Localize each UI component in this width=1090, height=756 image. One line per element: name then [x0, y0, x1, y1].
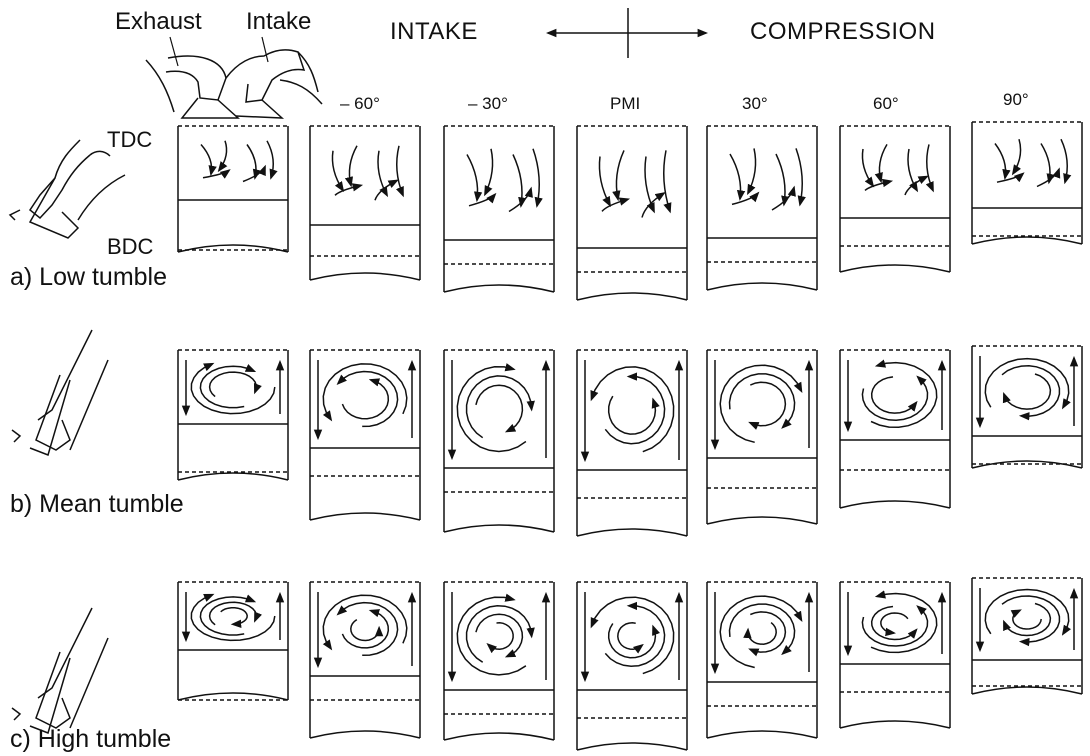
cylinder-low-4 — [707, 126, 817, 290]
cylinder-high-1 — [310, 582, 420, 738]
cylinder-low-5 — [840, 126, 950, 272]
cylinder-low-3 — [577, 126, 687, 300]
cylinder-head-icon — [146, 50, 322, 118]
cylinder-low-2 — [444, 126, 554, 292]
cylinder-mean-5 — [840, 350, 950, 508]
cylinder-high-5 — [840, 582, 950, 728]
cylinder-high-2 — [444, 582, 554, 740]
cylinder-low-6 — [972, 122, 1082, 244]
cylinder-high-6 — [972, 578, 1082, 694]
cylinder-high-4 — [707, 582, 817, 738]
cylinder-low-1 — [310, 126, 420, 280]
intake-valve-icon-row-b — [12, 330, 108, 455]
intake-valve-icon-row-c — [12, 608, 108, 733]
cylinder-low-0 — [178, 126, 288, 252]
cylinder-mean-6 — [972, 346, 1082, 468]
cylinder-mean-4 — [707, 350, 817, 524]
cylinder-high-3 — [577, 582, 687, 750]
cylinder-mean-1 — [310, 350, 420, 520]
cylinder-mean-3 — [577, 350, 687, 536]
cylinder-high-0 — [178, 582, 288, 700]
phase-divider-arrow — [548, 8, 706, 58]
cylinder-mean-0 — [178, 350, 288, 480]
port-leader-lines — [170, 37, 268, 66]
cylinder-mean-2 — [444, 350, 554, 532]
intake-valve-icon-row-a — [10, 140, 125, 238]
